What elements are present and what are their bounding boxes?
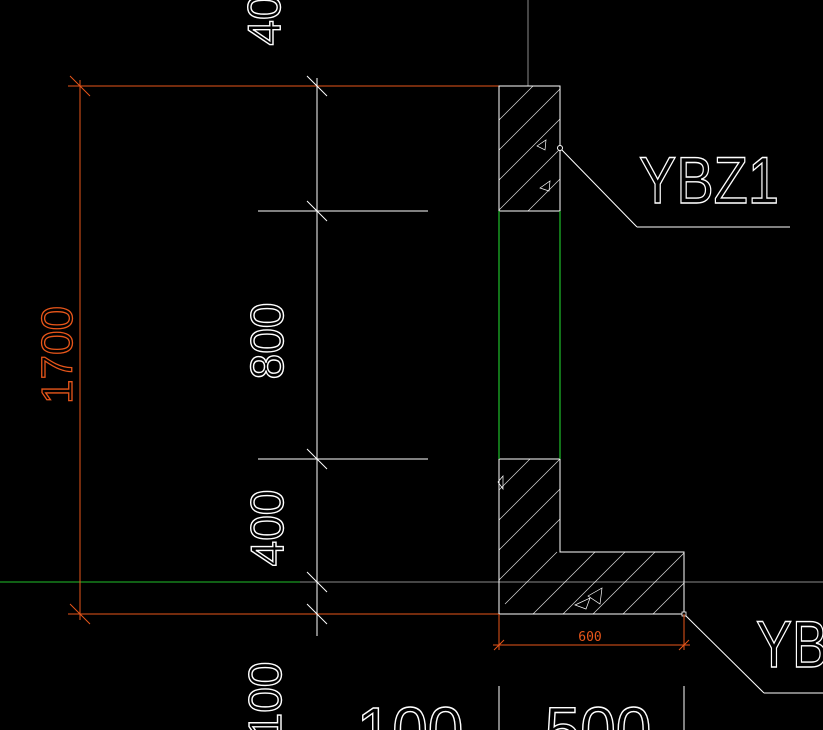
dimension-1700-text: 1700 — [33, 306, 82, 404]
column-hatch — [498, 85, 685, 615]
segment-dimension-chain — [258, 75, 428, 636]
dimension-400-text: 400 — [241, 490, 293, 567]
dimension-600-text: 600 — [578, 630, 601, 645]
overall-dimension — [68, 75, 500, 625]
ybz1-label: YBZ1 — [639, 143, 779, 217]
bottom-width-dimension — [493, 614, 690, 651]
dimension-800-text: 800 — [241, 303, 293, 380]
ybz1-leader-dot — [557, 145, 563, 151]
wall-web-segment — [498, 211, 561, 459]
ybz-partial-label: YB — [756, 607, 823, 681]
lower-dimension-chain — [498, 686, 685, 730]
ybz1-leader — [559, 147, 790, 228]
concrete-aggregate — [497, 139, 603, 610]
dimension-lower-mid-text: 100 — [357, 694, 464, 730]
dimension-lower-left-text: 100 — [239, 662, 291, 730]
dimension-top-partial-text: 40 — [238, 0, 290, 46]
ybz-partial-leader — [683, 613, 823, 694]
dimension-lower-right-text: 500 — [545, 694, 652, 730]
